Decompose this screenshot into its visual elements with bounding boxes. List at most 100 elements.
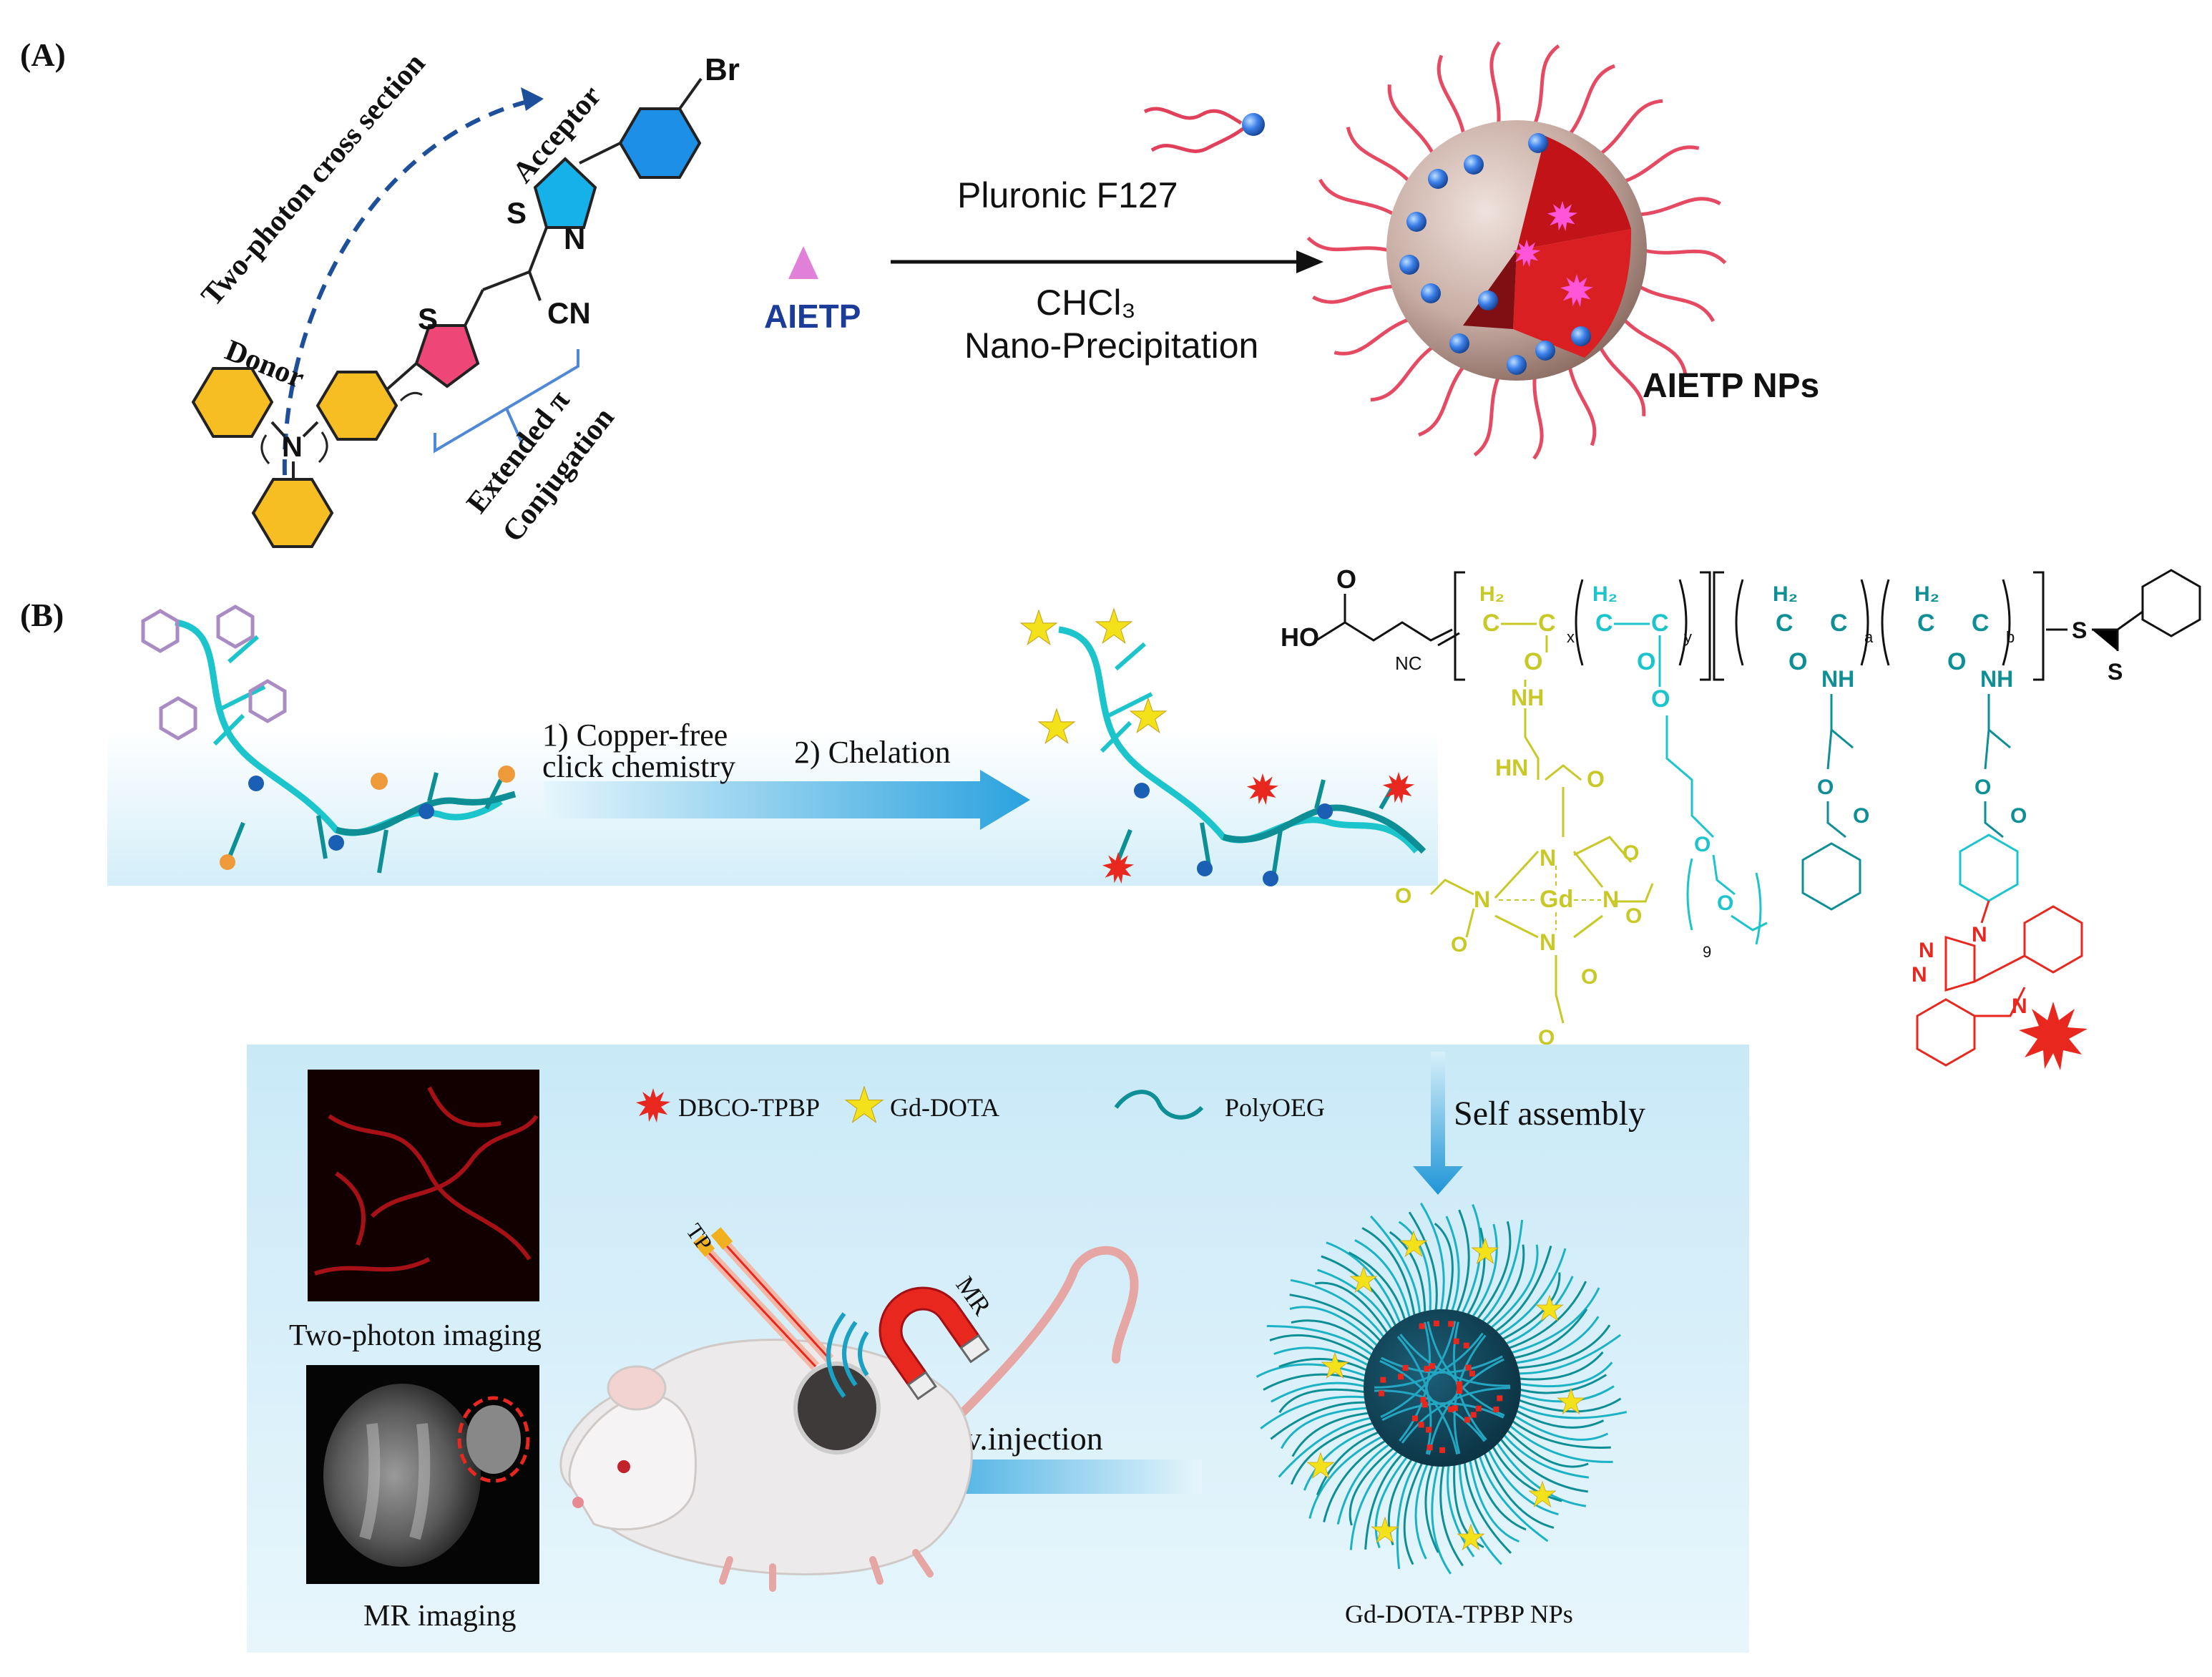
cyano-group: CN — [547, 296, 591, 330]
struct-sub-9: 9 — [1703, 943, 1711, 961]
step1-line2: click chemistry — [542, 749, 735, 784]
thiophene-ring — [414, 324, 480, 388]
core-dbco-dot — [1497, 1395, 1503, 1402]
struct-o-carb4: O — [1625, 904, 1642, 928]
core-dbco-dot — [1464, 1417, 1471, 1423]
polyoeg-strand — [1303, 1424, 1382, 1491]
mouse-ear — [607, 1365, 667, 1411]
polyoeg-strand — [1467, 1454, 1519, 1543]
shell-bead — [1507, 355, 1527, 375]
struct-h2-a: H₂ — [1773, 582, 1798, 606]
two-photon-vessels — [314, 1086, 539, 1276]
struct-h2-b: H₂ — [1914, 582, 1939, 606]
shell-bead — [1406, 212, 1426, 232]
step1-line1: 1) Copper-free — [542, 718, 728, 753]
pluronic-tentacle — [1418, 365, 1466, 437]
shell-bead — [1571, 326, 1591, 346]
core-mesh-strand — [1401, 1387, 1511, 1444]
after-side-bead-4 — [1317, 803, 1333, 819]
pluronic-chain-1 — [1143, 107, 1243, 125]
polyoeg-strand — [1280, 1407, 1374, 1449]
np-core — [1364, 1309, 1521, 1467]
nano-precipitation-label: Nano-Precipitation — [964, 326, 1258, 366]
chcl3-label: CHCl₃ — [1036, 283, 1136, 323]
polyoeg-strand — [1431, 1459, 1452, 1575]
side-bead-2 — [419, 803, 434, 819]
polyoeg-strand — [1481, 1447, 1555, 1529]
polyoeg-strand — [1502, 1424, 1589, 1468]
side-bead-1 — [248, 776, 264, 791]
two-photon-arrowhead — [521, 87, 544, 111]
polyoeg-strand — [1266, 1325, 1378, 1360]
polyoeg-strand — [1463, 1227, 1486, 1321]
core-dbco-dot — [1429, 1363, 1436, 1369]
polyoeg-strand — [1316, 1429, 1385, 1496]
core-dbco-dot — [1418, 1422, 1424, 1428]
struct-n-3: N — [1602, 886, 1619, 912]
polyoeg-strand — [1273, 1346, 1374, 1369]
struct-o-a: O — [1788, 648, 1807, 675]
struct-o-acid: O — [1336, 564, 1356, 594]
dbco-tpbp-burst-structure — [2019, 1002, 2088, 1070]
bromophenyl-ring — [618, 107, 702, 179]
polyoeg-strand — [1317, 1268, 1396, 1336]
dbco-hex-4 — [248, 679, 287, 723]
laser-head-2 — [710, 1227, 733, 1250]
phenyl-ring-bottom — [251, 478, 334, 548]
polyoeg-strand — [1326, 1241, 1404, 1329]
core-dbco-dot — [1426, 1444, 1433, 1451]
shell-bead — [1535, 341, 1555, 361]
polyoeg-strand — [1509, 1411, 1609, 1441]
struct-o-b: O — [1947, 648, 1966, 675]
pluronic-tentacle — [1318, 178, 1396, 217]
rotation-arrow-2 — [318, 431, 328, 464]
polyoeg-strand — [1468, 1223, 1498, 1323]
polyoeg-strand — [1278, 1358, 1373, 1374]
polyoeg-strand — [1354, 1239, 1412, 1324]
panel-a-reaction-arrowhead — [1296, 250, 1323, 273]
polyoeg-strand — [1512, 1397, 1622, 1413]
shell-beads — [1399, 133, 1591, 375]
polyoeg-strand — [1477, 1449, 1549, 1542]
polyoeg-strand — [1513, 1361, 1613, 1388]
thiophene-s-atom: S — [418, 302, 438, 336]
two-photon-imaging-label: Two-photon imaging — [289, 1319, 542, 1352]
amine-n-atom: N — [282, 431, 303, 463]
struct-s-2: S — [2108, 659, 2123, 685]
aietp-label: AIETP — [764, 298, 861, 335]
polyoeg-strand — [1512, 1351, 1604, 1381]
laser-beams — [693, 1227, 834, 1370]
struct-o-carbonyl-b: O — [2010, 804, 2027, 828]
shell-bead — [1399, 255, 1419, 275]
pluronic-tentacle — [1370, 345, 1434, 402]
core-dbco-dot — [1465, 1364, 1472, 1371]
benzoate-ring-a — [1801, 842, 1861, 911]
polyoeg-strand — [1489, 1246, 1552, 1336]
polyoeg-strand — [1270, 1401, 1373, 1440]
polyoeg-strand — [1408, 1211, 1438, 1317]
struct-n-2: N — [1474, 886, 1490, 912]
polyoeg-strand — [1289, 1306, 1383, 1351]
pluronic-tentacle — [1387, 84, 1435, 155]
core-mesh-strand — [1426, 1321, 1505, 1417]
polyoeg-strand — [1513, 1374, 1607, 1394]
core-mesh-strand — [1399, 1334, 1510, 1387]
polyoeg-strand — [1489, 1440, 1562, 1502]
core-mesh-strand — [1399, 1321, 1432, 1442]
struct-n-4: N — [1540, 929, 1556, 955]
pluronic-tentacle — [1623, 145, 1700, 184]
shell-bead — [1528, 133, 1548, 153]
polyoeg-strand — [1278, 1416, 1377, 1478]
core-dbco-dot — [1398, 1374, 1404, 1380]
mouse-nose — [572, 1497, 584, 1508]
polyoeg-strand — [1445, 1216, 1460, 1318]
struct-nh-b: NH — [1980, 666, 2013, 692]
struct-o-ester-b: O — [1974, 776, 1991, 799]
nanoparticle-cutaway-side — [1463, 250, 1517, 329]
pluronic-tentacle — [1567, 64, 1615, 136]
polyoeg-strand — [1389, 1231, 1426, 1319]
core-dbco-dot — [1457, 1384, 1463, 1391]
thiazole-ring — [533, 157, 597, 229]
struct-sub-x: x — [1567, 628, 1575, 646]
azide-bead-3 — [498, 766, 515, 783]
